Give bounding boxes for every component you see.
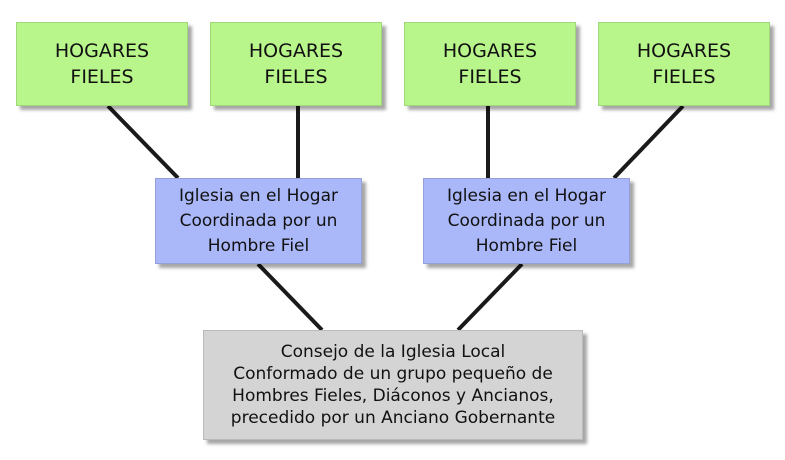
household-label-line2: FIELES [264,66,328,88]
connector-line [456,262,524,332]
household-box-2: HOGARES FIELES [210,22,382,106]
household-box-1: HOGARES FIELES [16,22,188,106]
council-label-line1: Consejo de la Iglesia Local [280,342,506,362]
household-box-4: HOGARES FIELES [598,22,770,106]
house-church-label-line1: Iglesia en el Hogar [447,185,606,206]
connector-line [612,104,685,180]
council-label-line4: precedido por un Anciano Gobernante [230,408,556,428]
household-label-line1: HOGARES [248,40,344,62]
house-church-label-line2: Coordinada por un [447,210,606,231]
household-label-line2: FIELES [70,66,134,88]
house-church-label-line3: Hombre Fiel [475,235,578,256]
house-church-label-line1: Iglesia en el Hogar [179,185,338,206]
house-church-label-line2: Coordinada por un [179,210,338,231]
connector-line [256,262,324,332]
household-label-line2: FIELES [652,66,716,88]
council-label-line3: Hombres Fieles, Diáconos y Ancianos, [232,386,554,406]
council-box: Consejo de la Iglesia Local Conformado d… [203,330,583,440]
house-church-box-1: Iglesia en el Hogar Coordinada por un Ho… [155,178,362,264]
house-church-label-line3: Hombre Fiel [207,235,310,256]
council-label-line2: Conformado de un grupo pequeño de [233,364,553,384]
house-church-box-2: Iglesia en el Hogar Coordinada por un Ho… [423,178,630,264]
household-label-line1: HOGARES [54,40,150,62]
household-label-line2: FIELES [458,66,522,88]
household-label-line1: HOGARES [636,40,732,62]
household-label-line1: HOGARES [442,40,538,62]
household-box-3: HOGARES FIELES [404,22,576,106]
connector-line [106,104,180,180]
